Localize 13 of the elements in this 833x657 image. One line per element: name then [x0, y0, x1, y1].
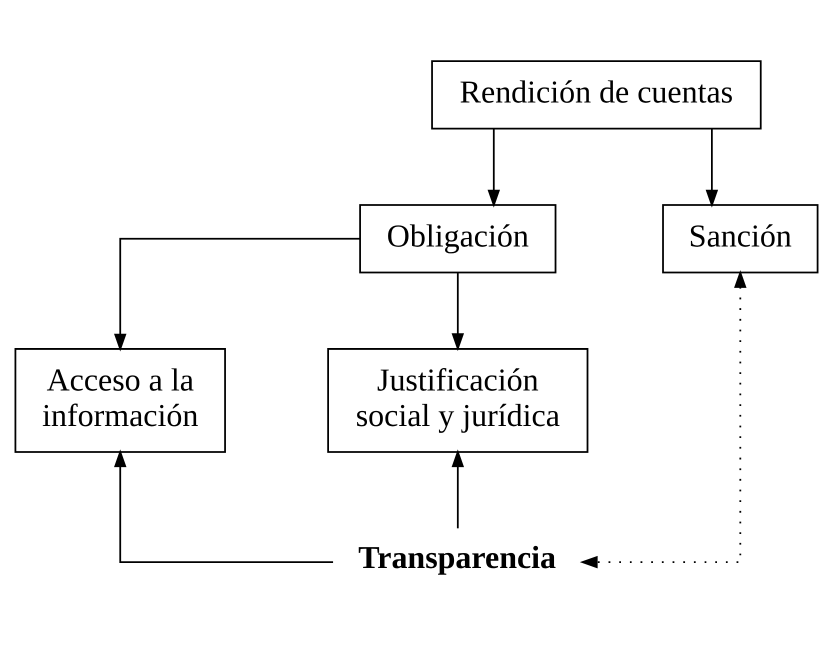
node-box: Sanción [662, 204, 818, 274]
arrow [452, 273, 464, 352]
arrow [580, 270, 747, 568]
node-box: Rendición de cuentas [431, 60, 762, 130]
arrow [706, 128, 718, 208]
arrow [452, 449, 464, 528]
node-box: Acceso a la información [14, 348, 226, 453]
arrow [488, 128, 500, 208]
arrow [114, 449, 334, 564]
node-box: Obligación [359, 204, 556, 274]
node-text: Transparencia [358, 540, 556, 576]
node-box: Justificación social y jurídica [327, 348, 588, 453]
arrow [114, 238, 360, 352]
